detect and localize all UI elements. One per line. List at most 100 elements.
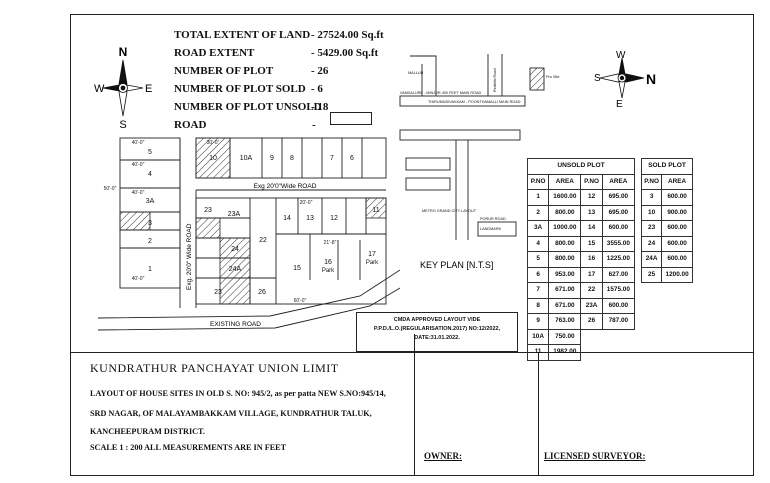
- compass-left-icon: N S W E: [94, 45, 152, 130]
- compass2-e: E: [616, 99, 623, 108]
- compass-w: W: [94, 83, 105, 95]
- plot-label: 17: [368, 251, 376, 258]
- map-label: VANDALURE - MINJUR 400 FEET MAIN ROAD: [400, 91, 482, 95]
- plot-label: 23A: [228, 211, 241, 218]
- plot-label: 1: [148, 266, 152, 273]
- plot-label: 23: [204, 207, 212, 214]
- compass-s: S: [119, 119, 126, 130]
- layout-description-2: SRD NAGAR, OF MALAYAMBAKKAM VILLAGE, KUN…: [90, 409, 372, 418]
- dimension-label: 50'-0": [104, 186, 117, 192]
- drawing-frame: [70, 14, 754, 476]
- plot-label: 6: [350, 155, 354, 162]
- plot-label: 24A: [229, 266, 242, 273]
- dimension-label: 21'-8": [324, 240, 337, 246]
- middle-plot-block: [195, 197, 387, 305]
- plot-label: 16: [324, 259, 332, 266]
- plot-label: 15: [293, 265, 301, 272]
- sold-plot-25: [219, 277, 251, 305]
- title-block-divider: [70, 352, 754, 353]
- plot-label: 2: [148, 238, 152, 245]
- sold-plot-3: [119, 211, 151, 231]
- sold-title: SOLD PLOT: [641, 158, 693, 175]
- compass-n: N: [119, 45, 128, 59]
- compass2-n: N: [646, 71, 656, 87]
- dimension-label: 40'-0": [132, 162, 145, 168]
- owner-signature-label: OWNER:: [424, 451, 462, 461]
- plot-label: 4: [148, 171, 152, 178]
- scale-note: SCALE 1 : 200 ALL MEASUREMENTS ARE IN FE…: [90, 443, 287, 452]
- plot-label: 9: [270, 155, 274, 162]
- park-label: Park: [322, 268, 335, 274]
- map-label: Redhills Road: [493, 68, 497, 92]
- plot-label: 7: [330, 155, 334, 162]
- plot-label: 12: [330, 215, 338, 222]
- surveyor-divider: [538, 352, 539, 476]
- map-label: THIRUMUDIVAKKAM - POONTHAMALLI MAIN ROAD: [428, 100, 521, 104]
- plot-label: 10A: [240, 155, 253, 162]
- main-road-1: [399, 95, 526, 107]
- map-block: [477, 221, 517, 237]
- cmda-approval-box: CMDA APPROVED LAYOUT VIDE P.P.D./L.O.(RE…: [356, 312, 518, 352]
- map-label: MALLUR: [408, 71, 424, 75]
- dimension-label: 60'-0": [294, 298, 307, 304]
- authority-name: KUNDRATHUR PANCHAYAT UNION LIMIT: [90, 361, 339, 375]
- plot-label: 3A: [146, 198, 155, 205]
- plot-label: 3: [148, 220, 152, 227]
- main-road-2: [399, 129, 521, 141]
- plot-label: 26: [258, 289, 266, 296]
- map-label: LANDMARK: [480, 227, 502, 231]
- key-plan-map: THIRUMUDIVAKKAM - POONTHAMALLI MAIN ROAD…: [399, 54, 560, 270]
- unsold-title: UNSOLD PLOT: [527, 158, 635, 175]
- map-label: PORUR ROAD: [480, 217, 506, 221]
- map-label: METRO GRAND CITY LAYOUT: [422, 209, 477, 213]
- compass-e: E: [145, 83, 152, 95]
- plot-label: 14: [283, 215, 291, 222]
- key-plan-title: KEY PLAN [N.T.S]: [420, 260, 493, 270]
- compass2-s: S: [594, 73, 601, 84]
- dimension-label: 20'-0": [300, 200, 313, 206]
- road-label: Exg 20'0"Wide ROAD: [254, 183, 317, 190]
- dimension-label: 40'-0": [132, 140, 145, 146]
- surveyor-signature-label: LICENSED SURVEYOR:: [544, 451, 646, 461]
- compass2-w: W: [616, 50, 626, 61]
- plot-label: 10: [209, 155, 217, 162]
- layout-plan: 5 4 3A 3 2 1 10 10A 9 8 7 6 23 23A 22 14…: [97, 137, 400, 331]
- park-label: Park: [366, 260, 379, 266]
- project-site-marker: [529, 67, 545, 91]
- road-label: EXISTING ROAD: [210, 321, 261, 328]
- plot-label: 22: [259, 237, 267, 244]
- road-label: Exg. 20'0" Wide ROAD: [186, 223, 193, 290]
- plot-label: 11: [372, 207, 379, 214]
- sold-plot-11-corner: [365, 197, 387, 219]
- plot-label: 8: [290, 155, 294, 162]
- map-block: [405, 177, 451, 191]
- map-block: [405, 157, 451, 171]
- plot-label: 23: [214, 289, 222, 296]
- dimension-label: 40'-0": [132, 190, 145, 196]
- plot-label: 24: [231, 246, 239, 253]
- layout-description-1: LAYOUT OF HOUSE SITES IN OLD S. NO: 945/…: [90, 389, 386, 398]
- dimension-label: 40'-0": [132, 276, 145, 282]
- owner-divider: [414, 334, 415, 476]
- dimension-label: 30'-0": [207, 140, 220, 146]
- sold-plot-23: [195, 217, 221, 239]
- map-label: Pro Site: [546, 75, 560, 79]
